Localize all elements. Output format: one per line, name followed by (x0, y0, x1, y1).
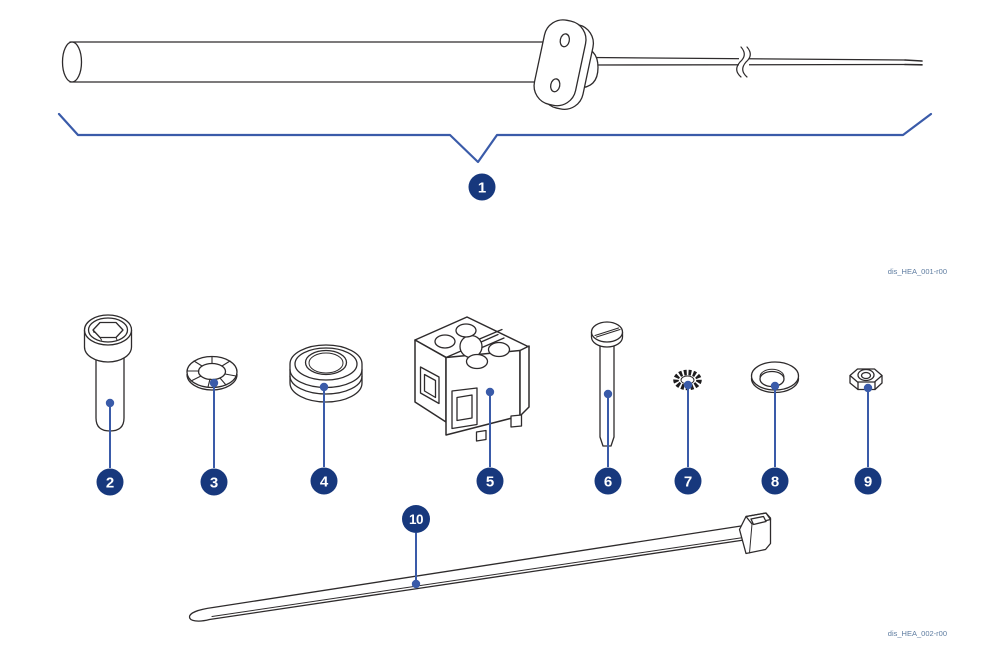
wire-tip-upper (904, 59, 923, 62)
grommet-hole (304, 349, 348, 376)
callout-6-circle (594, 467, 622, 495)
block-foot-center (475, 429, 487, 442)
cable-tie-drawing (188, 512, 772, 622)
callout-1-number: 1 (478, 179, 486, 196)
grommet-groove-2 (289, 375, 363, 395)
flange-face (533, 19, 587, 107)
callout-badge-7: 7 (674, 467, 702, 495)
callout-3-circle (200, 468, 228, 496)
callout-8-number: 8 (771, 473, 779, 490)
callout-8-dot (770, 381, 780, 391)
washer-thickness (186, 373, 238, 391)
screw-slot (594, 327, 621, 338)
callout-badge-8: 8 (761, 467, 789, 495)
callout-5-number: 5 (486, 473, 494, 490)
cable-tie-strap-edge (211, 537, 744, 617)
callout-badge-6: 6 (594, 467, 622, 495)
callout-6-dot (603, 389, 613, 399)
callout-10-circle (402, 505, 430, 533)
cable-tie-head-front-edge (749, 523, 753, 554)
block-screw-hole-3 (487, 341, 511, 358)
callout-4-dot (319, 382, 329, 392)
nut-hole (860, 371, 872, 380)
callout-3-number: 3 (210, 474, 218, 491)
serrated-washer-drawing (186, 355, 238, 391)
flange-hole-top (559, 33, 571, 48)
washer-hole (197, 362, 227, 381)
flat-washer-hole-rim (759, 368, 785, 378)
figure-mounting-hardware: 2 3 4 5 6 7 8 9 (83, 314, 947, 638)
callout-1-circle (468, 173, 496, 201)
callout-5-circle (476, 467, 504, 495)
callout-badge-3: 3 (200, 468, 228, 496)
callout-1-bracket (57, 112, 933, 164)
block-top-seam (445, 333, 499, 359)
callout-4-circle (310, 467, 338, 495)
hex-socket (92, 321, 124, 339)
block-screw-hole-4 (465, 353, 489, 370)
callout-badge-5: 5 (476, 467, 504, 495)
figure-1-ref-code: dis_HEA_001-r00 (888, 267, 947, 276)
callout-2-dot (105, 398, 115, 408)
callout-9-dot (863, 383, 873, 393)
callout-9-number: 9 (864, 473, 872, 490)
grommet-drawing (289, 344, 363, 403)
cable-tie-head-top (745, 512, 772, 525)
callout-2-circle (96, 468, 124, 496)
cable-tie-head-slot (750, 515, 767, 526)
heater-tube (61, 41, 561, 83)
callout-7-number: 7 (684, 473, 692, 490)
terminal-block-drawing (414, 316, 530, 442)
tube-left-cap (61, 41, 83, 83)
block-left-window-inner (423, 373, 437, 399)
callout-badge-1: 1 (468, 173, 496, 201)
grommet-hole-rim (308, 352, 344, 374)
nut-facet-edges (857, 380, 876, 391)
flat-washer-drawing (750, 361, 800, 394)
callout-8-circle (761, 467, 789, 495)
callout-2-number: 2 (106, 474, 114, 491)
callout-10-dot (411, 579, 421, 589)
callout-10-number: 10 (409, 512, 423, 527)
grommet-lip (294, 347, 358, 381)
callout-5-dot (485, 387, 495, 397)
heater-flange (533, 19, 595, 110)
screw-head-rim (87, 317, 129, 343)
block-notch-slit (478, 328, 505, 349)
block-right-face (519, 345, 530, 417)
callout-4-number: 4 (320, 473, 329, 490)
heater-cable (591, 46, 923, 78)
callout-badge-10: 10 (402, 505, 430, 533)
callout-9-circle (854, 467, 882, 495)
callout-6-number: 6 (604, 473, 612, 490)
figure-2-ref-code: dis_HEA_002-r00 (888, 629, 947, 638)
callout-7-dot (683, 380, 693, 390)
flange-hole-bottom (549, 78, 561, 93)
washer-serrations (186, 355, 237, 388)
block-screw-hole-2 (455, 323, 477, 338)
cable-tie-strap (188, 525, 745, 622)
socket-head-screw-drawing (83, 314, 133, 432)
callout-badge-4: 4 (310, 467, 338, 495)
callout-7-circle (674, 467, 702, 495)
block-screw-hole-1 (434, 334, 456, 349)
block-foot-right (510, 414, 523, 428)
hex-nut-drawing (849, 368, 883, 391)
figure-heating-element: 1 dis_HEA_001-r00 (57, 19, 947, 276)
cable-break-symbol (736, 46, 751, 78)
block-front-window-inner (456, 394, 473, 422)
callout-badge-2: 2 (96, 468, 124, 496)
callout-3-dot (209, 378, 219, 388)
callout-badge-9: 9 (854, 467, 882, 495)
